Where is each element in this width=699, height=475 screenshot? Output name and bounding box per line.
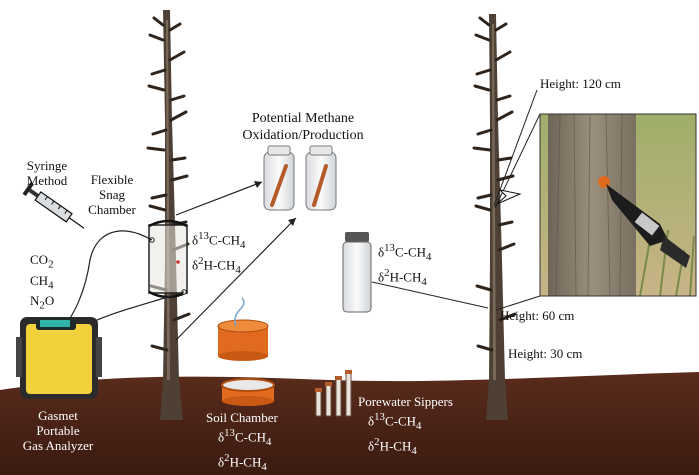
height-120-label: Height: 120 cm [540,76,621,91]
incubation-bottle-1 [263,145,295,211]
arrow-to-bottles [175,181,263,216]
soil-chamber-icon [221,378,275,406]
photo-inset [539,113,697,297]
gasmet-analyzer-icon [16,317,102,399]
sample-arrow-icon [496,189,522,205]
flexible-snag-chamber [148,219,188,299]
right-snag-tree [472,14,517,420]
glass-vial-icon [342,232,372,313]
photo-bottom-pointer [495,295,541,311]
potential-methane-label: Potential Methane Oxidation/Production [242,111,364,143]
ch4-label: CH4 [30,272,54,292]
co2-label: CO2 [30,252,54,271]
height-30-label: Height: 30 cm [508,346,583,361]
porewater-sippers-label: Porewater Sippers δ13C-CH4 δ2H-CH4 [358,394,453,457]
flexible-snag-chamber-label: Flexible Snag Chamber [88,172,136,217]
height-60-label: Height: 60 cm [500,308,575,323]
syringe-method-label: Syringe Method [26,158,68,188]
n2o-label: N2O [30,293,55,312]
porewater-sippers-icon [315,370,352,417]
arrow-stem-to-bottles [175,217,297,341]
gas-list: CO2 CH4 N2O [30,252,54,314]
orange-chamber-icon [217,297,269,361]
vial-isotopes: δ13C-CH4 δ2H-CH4 [378,242,432,288]
soil-chamber-label: Soil Chamber δ13C-CH4 δ2H-CH4 [206,410,278,473]
left-snag-tree [146,10,191,420]
gasmet-label: Gasmet Portable Gas Analyzer [22,408,94,453]
snag-isotopes: δ13C-CH4 δ2H-CH4 [192,230,246,276]
incubation-bottle-2 [305,145,337,211]
vial-to-tree-line [371,281,489,309]
height-120-pointer [493,89,538,207]
syringe-icon [22,182,85,229]
